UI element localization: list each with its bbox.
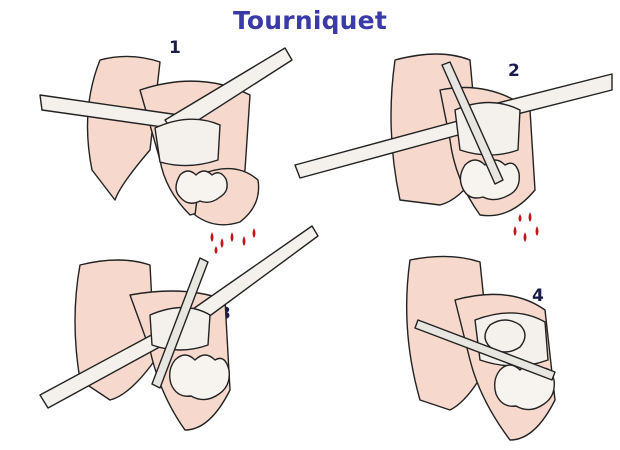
step-number-1: 1	[169, 38, 181, 58]
step-number-4: 4	[532, 286, 544, 306]
step-number-2: 2	[508, 61, 520, 81]
diagram-title: Tourniquet	[232, 6, 387, 35]
step-2-stick	[441, 61, 504, 185]
step-4-knot	[484, 319, 526, 353]
step-4-stick	[414, 319, 556, 381]
step-2-blood	[513, 212, 539, 242]
step-1-blood	[210, 228, 256, 254]
step-3-stick	[151, 257, 209, 389]
step-1-cuff	[175, 170, 228, 204]
step-3-cuff	[168, 354, 230, 401]
step-1-bandage-wrap	[154, 118, 221, 167]
